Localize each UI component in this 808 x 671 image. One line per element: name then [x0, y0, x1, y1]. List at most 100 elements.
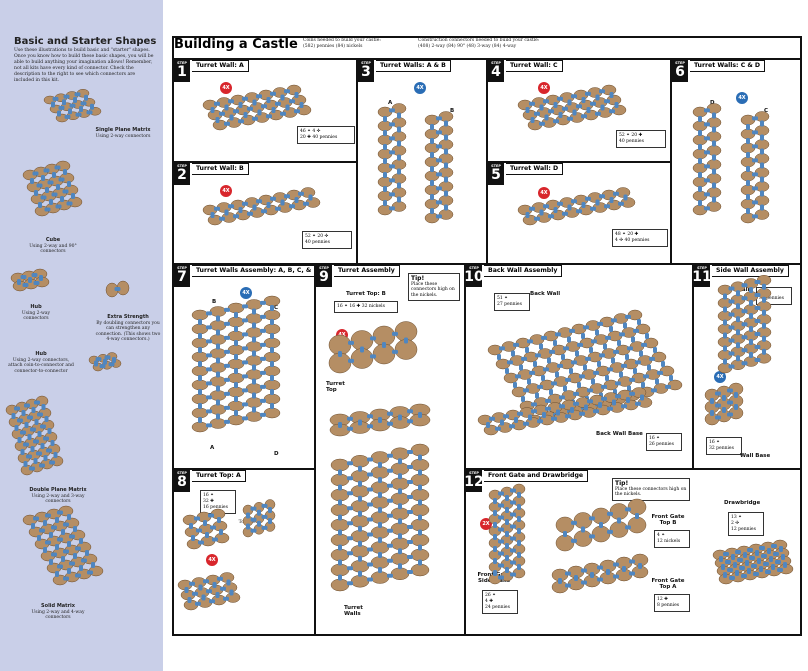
connector-icon — [112, 357, 116, 363]
connector-icon — [20, 430, 26, 435]
connector-icon — [66, 201, 73, 206]
connector-icon — [39, 275, 43, 281]
step-title: Turret Walls: C & D — [690, 60, 766, 72]
connector-icon — [46, 448, 52, 453]
repeat-badge: 4X — [240, 287, 252, 299]
connector-icon — [81, 558, 87, 563]
connector-icon — [79, 565, 83, 571]
connector-icon — [20, 449, 25, 455]
connector-icon — [27, 434, 32, 440]
connector-icon — [51, 552, 57, 557]
connector-icon — [37, 431, 42, 437]
connector-icon — [74, 92, 81, 97]
connector-icon — [43, 436, 49, 441]
parts-list: 16 ⚭32 pennies — [706, 437, 742, 455]
step-title: Turret Top: A — [192, 470, 246, 482]
connector-icon — [26, 454, 32, 459]
connector-icon — [33, 439, 39, 444]
connector-icon — [21, 410, 26, 416]
connector-icon — [69, 561, 75, 566]
connector-icon — [51, 525, 57, 530]
connector-icon — [99, 364, 106, 369]
connector-icon — [17, 279, 21, 285]
connector-icon — [58, 177, 65, 182]
connector-icon — [63, 522, 69, 527]
tip-box: Tip!Place these connectors high on the n… — [408, 273, 460, 301]
parts-list: 16 ⚭ 16 ✚ 32 nickels — [334, 301, 398, 313]
coins-needed: Coins needed to build your castle:(582) … — [303, 38, 381, 49]
connector-icon — [80, 101, 87, 106]
connector-icon — [58, 105, 65, 110]
connector-icon — [73, 526, 77, 532]
connector-icon — [24, 403, 30, 408]
connector-icon — [40, 424, 46, 429]
parts-list: 48 ⚭ 20 ✚4 ✣ 40 pennies — [612, 229, 668, 247]
connector-icon — [43, 168, 50, 173]
connector-icon — [49, 460, 55, 465]
connector-icon — [38, 202, 42, 208]
connectors-needed: Construction connectors needed to build … — [418, 38, 540, 49]
part-label: Front Gate Side Walls — [477, 572, 511, 584]
part-label: Drawbridge — [724, 500, 761, 506]
connector-icon — [14, 406, 20, 411]
parts-list: 16 ⚭32 ✚16 pennies — [200, 490, 236, 514]
part-label: C — [274, 305, 279, 311]
connector-icon — [31, 523, 35, 529]
connector-icon — [57, 537, 63, 542]
connector-icon — [31, 273, 38, 278]
connector-icon — [79, 538, 83, 544]
connector-icon — [43, 455, 48, 461]
connector-icon — [103, 358, 107, 365]
sidebar: Basic and Starter Shapes Use these illus… — [0, 0, 163, 671]
connector-icon — [67, 541, 71, 547]
connector-icon — [17, 437, 22, 443]
connector-icon — [61, 556, 65, 562]
repeat-badge: 4X — [538, 187, 550, 199]
connector-icon — [17, 418, 23, 423]
connector-icon — [52, 96, 59, 101]
parts-list: 46 ⚭ 4 ✣20 ✚ 40 pennies — [297, 126, 355, 144]
connector-icon — [57, 564, 63, 569]
part-label: D — [274, 451, 279, 457]
repeat-badge: 4X — [220, 185, 232, 197]
connector-icon — [49, 559, 53, 565]
connector-icon — [31, 407, 36, 413]
connector-icon — [39, 463, 45, 468]
connector-icon — [44, 416, 49, 422]
part-label: Front Gate Top A — [651, 578, 685, 590]
part-label: B — [450, 108, 455, 114]
connector-icon — [37, 412, 43, 417]
connector-icon — [57, 110, 61, 117]
connector-icon — [85, 550, 89, 556]
connector-icon — [51, 192, 58, 197]
connector-icon — [29, 466, 35, 471]
connector-icon — [73, 97, 77, 103]
connector-icon — [34, 419, 39, 425]
step-title: Front Gate and Drawbridge — [484, 470, 589, 482]
step-title: Turret Assembly — [334, 265, 400, 277]
connector-icon — [73, 553, 77, 559]
connector-icon — [62, 99, 66, 106]
connector-icon — [63, 549, 69, 554]
repeat-badge: 4X — [538, 82, 550, 94]
connector-icon — [63, 94, 70, 99]
part-label: A — [388, 100, 393, 106]
part-label: Back Wall — [530, 291, 561, 297]
repeat-badge: 4X — [220, 82, 232, 94]
